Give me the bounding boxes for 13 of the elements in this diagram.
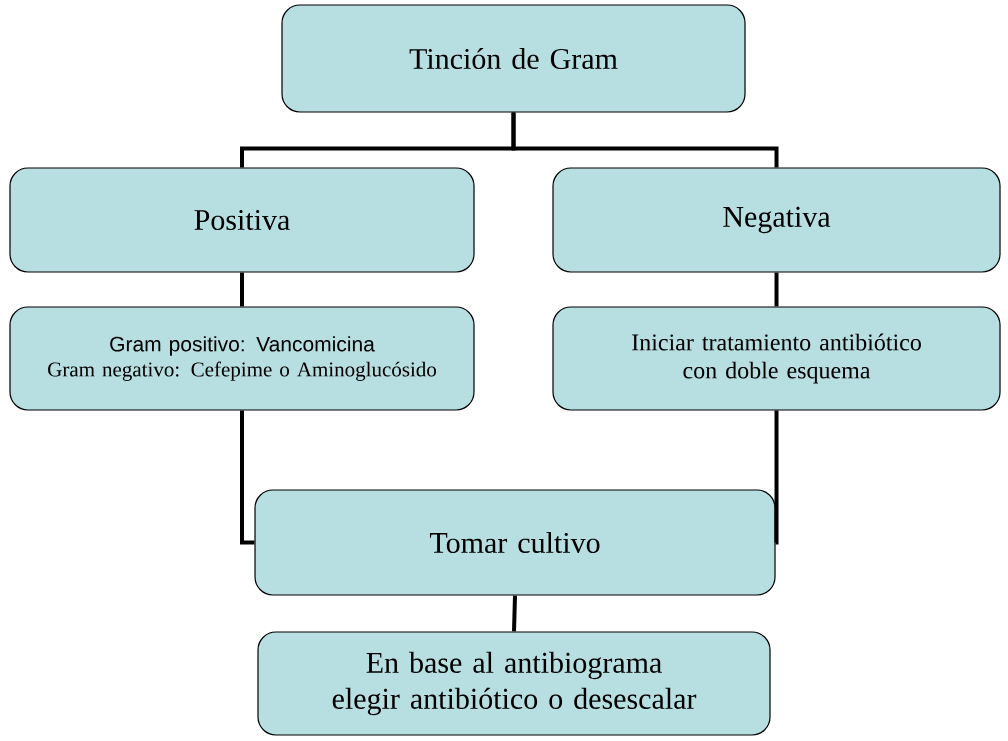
process-box: Tinción de Gram	[281, 4, 746, 113]
connector-line	[774, 272, 779, 307]
connector-line	[512, 595, 517, 632]
process-box: Tomar cultivo	[254, 489, 776, 596]
process-box: Iniciar tratamiento antibiótico con doble esquema	[552, 306, 1001, 411]
process-box: Positiva	[9, 167, 475, 273]
connector-line	[511, 112, 779, 168]
connector-line	[240, 272, 244, 307]
connector-line	[773, 410, 779, 545]
connector-line	[240, 410, 255, 545]
process-box: Negativa	[552, 167, 1001, 273]
process-box: Gram positivo: Vancomicina Gram negativo: Cefepime o Aminoglucósido	[9, 306, 475, 411]
process-box: En base al antibiograma elegir antibiótico o desescalar	[257, 631, 771, 736]
